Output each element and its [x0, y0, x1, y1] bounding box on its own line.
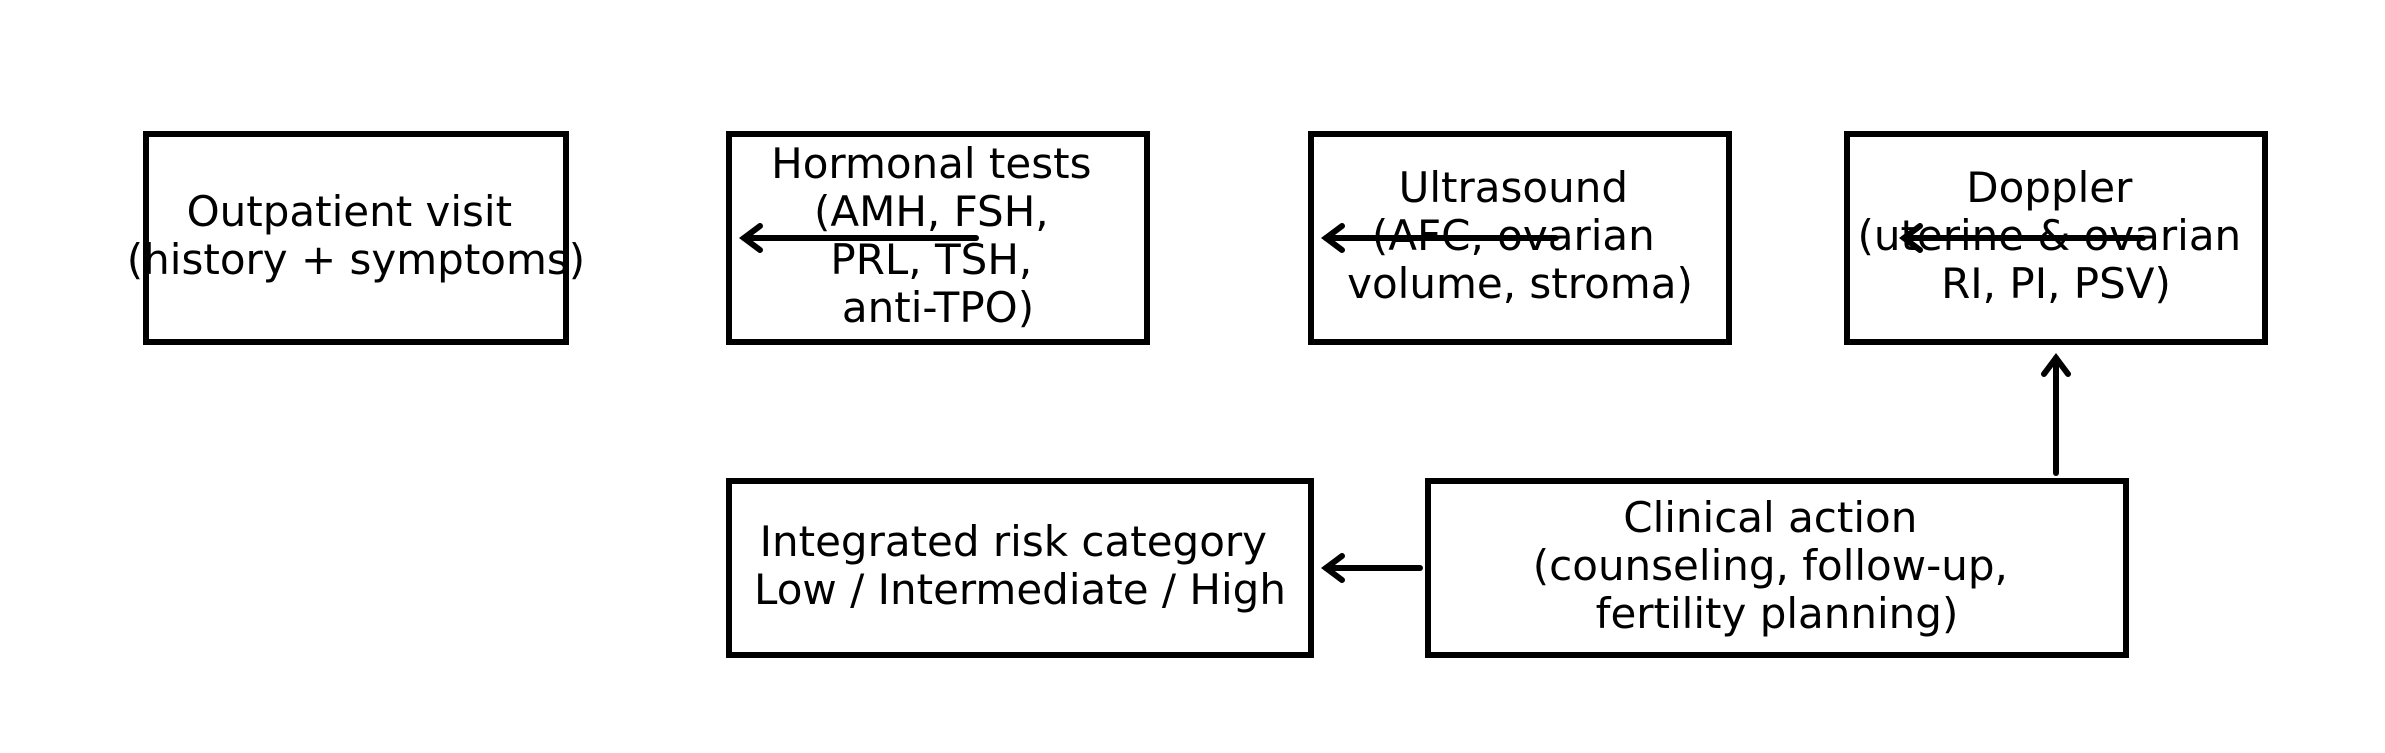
outpatient-line-1: Outpatient visit [187, 187, 513, 236]
arrow-into-ultrasound [1321, 223, 1559, 253]
ultrasound-line-1: Ultrasound [1399, 163, 1628, 212]
hormonal-line-2: (AMH, FSH, [814, 187, 1049, 236]
box-outpatient-visit-border [143, 131, 569, 345]
box-outpatient-visit-label: Outpatient visit (history + symptoms) [127, 187, 585, 284]
box-clinical-action-label: Clinical action (counseling, follow-up, … [1533, 493, 2021, 638]
box-clinical-action-border [1425, 478, 2129, 658]
box-hormonal-tests-border [726, 131, 1150, 345]
outpatient-line-2: (history + symptoms) [127, 235, 585, 284]
arrow-action-to-doppler [2041, 353, 2071, 476]
box-ultrasound-label: Ultrasound (AFC, ovarian volume, stroma) [1347, 163, 1693, 308]
action-line-1: Clinical action [1623, 493, 1917, 542]
hormonal-line-4: anti-TPO) [842, 283, 1034, 332]
doppler-line-1: Doppler [1966, 163, 2133, 212]
box-hormonal-tests-label: Hormonal tests (AMH, FSH, PRL, TSH, anti… [771, 139, 1105, 332]
risk-line-1: Integrated risk category [760, 517, 1267, 566]
box-integrated-risk-category-border [726, 478, 1314, 658]
arrow-into-hormonal-tests [739, 223, 979, 253]
box-ultrasound: Ultrasound (AFC, ovarian volume, stroma) [1308, 131, 1732, 345]
action-line-2: (counseling, follow-up, [1533, 541, 2008, 590]
box-hormonal-tests: Hormonal tests (AMH, FSH, PRL, TSH, anti… [726, 131, 1150, 345]
hormonal-line-1: Hormonal tests [771, 139, 1091, 188]
doppler-line-3: RI, PI, PSV) [1941, 259, 2171, 308]
hormonal-line-3: PRL, TSH, [830, 235, 1032, 284]
box-integrated-risk-category: Integrated risk category Low / Intermedi… [726, 478, 1314, 658]
action-line-3: fertility planning) [1596, 589, 1959, 638]
ultrasound-line-3: volume, stroma) [1347, 259, 1693, 308]
box-integrated-risk-category-label: Integrated risk category Low / Intermedi… [754, 517, 1286, 614]
box-outpatient-visit: Outpatient visit (history + symptoms) [127, 131, 585, 345]
box-clinical-action: Clinical action (counseling, follow-up, … [1425, 478, 2129, 658]
box-ultrasound-border [1308, 131, 1732, 345]
arrow-into-doppler [1899, 223, 2146, 253]
risk-line-2: Low / Intermediate / High [754, 565, 1286, 614]
box-doppler-border [1844, 131, 2268, 345]
arrow-action-to-risk-category [1321, 553, 1423, 583]
